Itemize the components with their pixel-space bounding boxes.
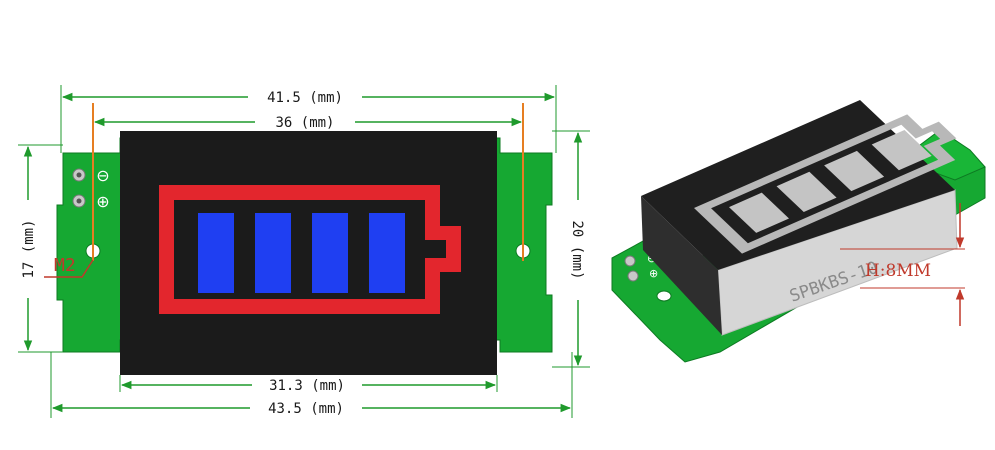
dim-display-bottom: 31.3 (mm) [119, 375, 498, 394]
dim-overall-bottom: 43.5 (mm) [50, 352, 573, 418]
dim-display-top: 36 (mm) [93, 115, 523, 131]
dim-overall-bottom-label: 43.5 (mm) [268, 401, 344, 417]
side-solder-pad-positive [627, 270, 639, 282]
battery-segment [198, 213, 234, 293]
side-height-dimension: H:8MM [840, 203, 965, 326]
pin-positive-symbol: ⊕ [96, 192, 109, 211]
display-face [120, 131, 497, 375]
side-mount-hole [656, 290, 672, 302]
dim-overall-top-label: 41.5 (mm) [267, 90, 343, 106]
dim-display-top-label: 36 (mm) [275, 115, 334, 131]
battery-segment [255, 213, 291, 293]
side-battery-segment [871, 130, 932, 171]
side-height-label: H:8MM [865, 261, 931, 281]
battery-segments [198, 213, 405, 293]
pin-negative-symbol: ⊖ [96, 166, 109, 185]
dim-right-height: 20 (mm) [552, 130, 590, 368]
side-view: ⊖ ⊕ SPBKBS-10 H:8MM [611, 100, 986, 363]
battery-segment [312, 213, 348, 293]
dim-display-bottom-label: 31.3 (mm) [269, 378, 345, 394]
dim-left-height: 17 (mm) [18, 144, 63, 353]
side-battery-segment [824, 150, 885, 192]
battery-segment [369, 213, 405, 293]
dim-right-height-label: 20 (mm) [569, 220, 585, 279]
side-pin-positive-symbol: ⊕ [649, 267, 658, 280]
side-battery-segment [728, 192, 790, 233]
side-battery-segment [776, 171, 837, 213]
side-solder-pad-negative [624, 255, 636, 267]
dim-left-height-label: 17 (mm) [21, 219, 37, 278]
battery-outline [159, 185, 461, 314]
mount-label: M2 [54, 255, 76, 276]
front-view: ⊖ ⊕ M2 41.5 (mm) 36 (mm) [18, 85, 590, 418]
side-battery-outline [694, 114, 957, 254]
dim-overall-top: 41.5 (mm) [60, 85, 557, 153]
